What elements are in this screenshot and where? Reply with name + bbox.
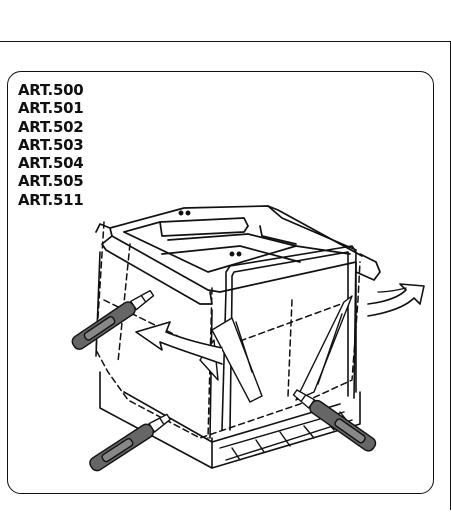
bin-top [95, 205, 381, 305]
article-code: ART.505 [18, 172, 84, 191]
article-code: ART.504 [18, 154, 84, 173]
article-code-list: ART.500 ART.501 ART.502 ART.503 ART.504 … [18, 81, 84, 209]
utility-knife-icon [292, 389, 377, 452]
utility-knife-icon [89, 413, 171, 472]
curved-arrow-icon [135, 321, 223, 365]
article-code: ART.511 [18, 190, 84, 209]
article-code: ART.500 [18, 81, 84, 99]
utility-knife-icon [71, 289, 155, 350]
article-code: ART.502 [18, 117, 84, 136]
article-code: ART.501 [18, 99, 84, 118]
illustration-panel [7, 71, 434, 494]
article-code: ART.503 [18, 135, 84, 154]
curved-arrow-icon [367, 283, 425, 317]
